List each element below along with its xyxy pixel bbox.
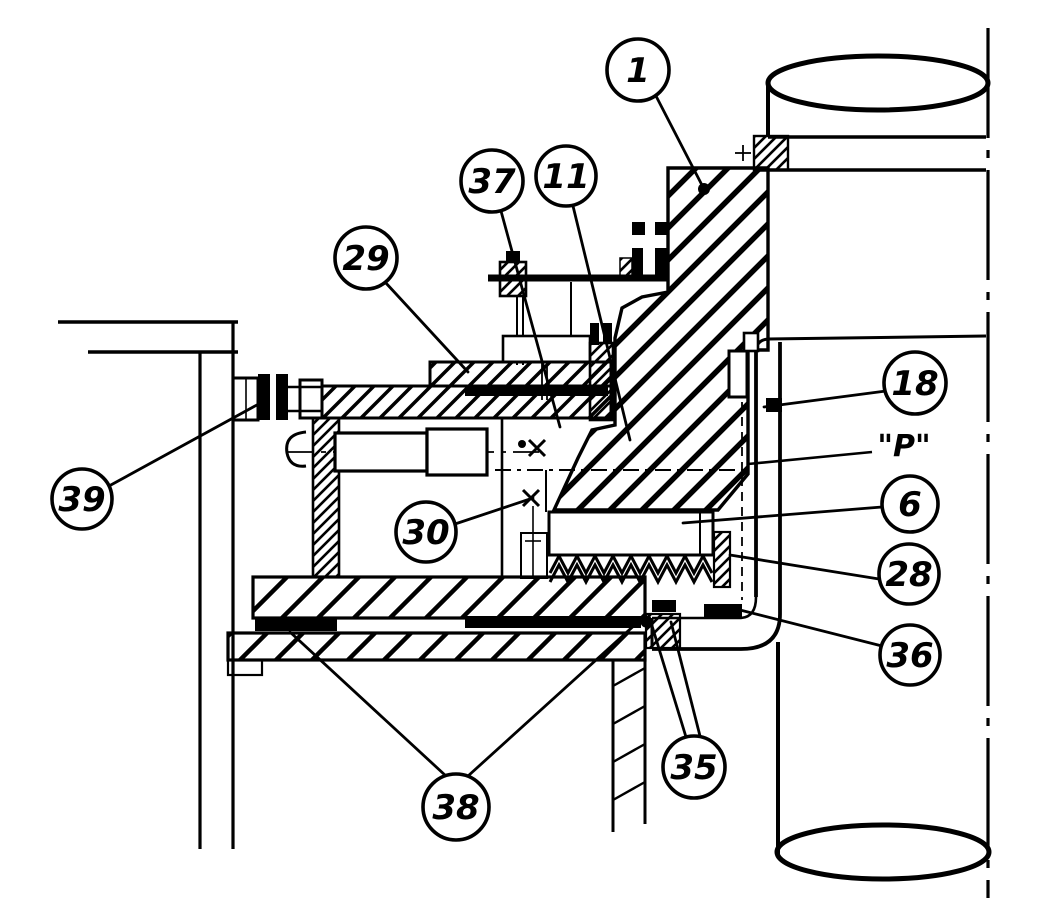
callout-bubble-28: [877, 542, 941, 606]
leader-line-35: [669, 620, 702, 738]
callout-label-35: 35: [670, 748, 717, 788]
callout-38: 38: [288, 620, 640, 842]
callout-bubble-35: [661, 734, 727, 800]
clamp-flange: [298, 360, 613, 420]
callout-label-28: 28: [885, 555, 932, 595]
leader-line-36: [738, 608, 884, 648]
callout-bubble-18: [882, 350, 948, 416]
spacer-28: [712, 530, 732, 589]
callout-label-11: 11: [542, 157, 589, 197]
leader-line-1: [654, 94, 706, 191]
bolt-shaft: [333, 431, 429, 473]
leader-line-39: [107, 398, 268, 488]
part-6-ring: [547, 510, 715, 557]
callout-bubble-39: [50, 467, 114, 531]
seal-strip-left: [255, 619, 337, 631]
callout-label-36: 36: [886, 636, 933, 676]
callout-label-38: 38: [432, 788, 479, 828]
callout-bubble-29: [333, 225, 399, 291]
seal-36: [704, 604, 742, 619]
support-column: [611, 660, 647, 832]
leader-line-11: [571, 204, 632, 442]
callout-11: 11: [534, 144, 632, 442]
callout-39: 39: [50, 398, 268, 531]
leader-line-18: [762, 389, 888, 409]
leader-line-35: [647, 614, 688, 739]
flange-upper: [428, 360, 613, 388]
callout-label-29: 29: [342, 239, 389, 279]
p-leader-line: [747, 450, 873, 466]
callout-bubble-38: [421, 772, 491, 842]
base-plate-lower: [226, 631, 647, 662]
p-axis-label: "P": [877, 429, 930, 464]
callout-label-1: 1: [626, 51, 650, 91]
leader-end-dot: [698, 183, 710, 195]
callout-bubble-6: [880, 474, 940, 534]
leader-line-28: [728, 553, 881, 581]
pipe-bottom: [774, 642, 992, 882]
callout-label-6: 6: [898, 485, 922, 525]
cotter-hook: [285, 430, 307, 468]
weld-block: [752, 134, 790, 172]
bolt-39: [231, 374, 322, 422]
leader-line-29: [383, 280, 470, 374]
clamp-jaw: [655, 248, 667, 279]
clamp-jaw: [632, 248, 643, 279]
callout-bubble-30: [394, 500, 458, 564]
leader-line-6: [681, 505, 884, 525]
leader-line-30: [453, 496, 535, 526]
washer: [258, 374, 270, 420]
callout-1: 1: [605, 37, 710, 195]
axis-p: "P": [495, 429, 931, 471]
leader-line-38: [466, 620, 640, 778]
callout-bubble-11: [534, 144, 598, 208]
leader-line-37: [499, 209, 562, 429]
pipe-top-ellipse: [765, 53, 991, 113]
lock-tab-marks: [518, 438, 548, 579]
adjusting-bolt: [285, 427, 545, 477]
callout-label-37: 37: [468, 162, 516, 202]
callout-bubble-36: [878, 623, 942, 687]
callout-37: 37: [459, 148, 562, 429]
callout-label-18: 18: [891, 364, 938, 404]
pipe-top: [735, 53, 991, 172]
washer: [276, 374, 288, 420]
callout-bubble-37: [459, 148, 525, 214]
callout-label-30: 30: [402, 513, 449, 553]
callout-layer: 1 37 11 29 39 30 18 6 28 36 35 38: [50, 37, 948, 842]
callout-bubble-1: [605, 37, 671, 103]
callout-29: 29: [333, 225, 470, 374]
housing-tab: [727, 349, 749, 399]
base-plate: [226, 575, 652, 662]
callout-35: 35: [647, 614, 727, 800]
bolt-sleeve: [425, 427, 489, 477]
leader-line-38: [288, 630, 448, 778]
seal-strip-right: [465, 616, 641, 628]
part-1-body: [551, 166, 770, 512]
base-plate-upper: [251, 575, 647, 620]
frame-bracket: [58, 320, 264, 849]
fastener-35-area: [644, 612, 682, 650]
callout-30: 30: [394, 496, 535, 564]
callout-18: 18: [762, 350, 948, 416]
callout-label-39: 39: [58, 480, 105, 520]
callout-28: 28: [728, 542, 941, 606]
pipe-bottom-ellipse: [774, 822, 992, 882]
callout-6: 6: [681, 474, 940, 534]
callout-36: 36: [738, 608, 942, 687]
